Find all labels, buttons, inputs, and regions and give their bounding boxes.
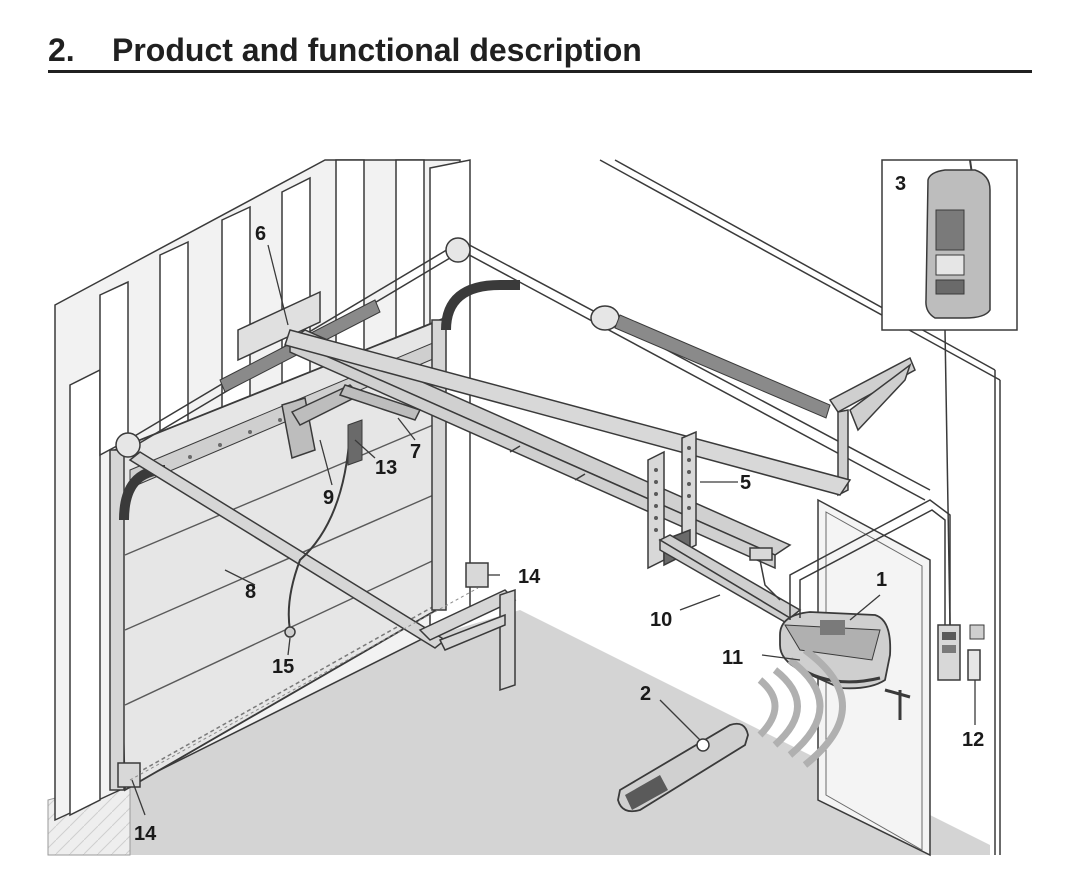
section-title: Product and functional description bbox=[112, 31, 642, 68]
leader-lines bbox=[131, 244, 976, 816]
section-number: 2. bbox=[48, 31, 75, 68]
emergency-release bbox=[284, 419, 363, 638]
callout-8: 8 bbox=[245, 581, 256, 603]
door-arm bbox=[128, 451, 517, 692]
callout-15: 15 bbox=[272, 656, 294, 678]
safety-sensor bbox=[117, 562, 489, 788]
callout-1: 1 bbox=[876, 569, 887, 591]
callout-14-lower: 14 bbox=[134, 823, 157, 845]
callout-14-upper: 14 bbox=[518, 566, 541, 588]
wall-button bbox=[937, 624, 985, 681]
callout-3: 3 bbox=[895, 173, 906, 195]
callout-5: 5 bbox=[740, 472, 751, 494]
callout-13: 13 bbox=[375, 457, 397, 479]
callout-12: 12 bbox=[962, 729, 984, 751]
remote-control bbox=[617, 722, 749, 813]
heading-rule bbox=[48, 70, 1032, 73]
radio-waves-icon bbox=[757, 647, 846, 768]
callout-2: 2 bbox=[640, 683, 651, 705]
control-wiring bbox=[749, 499, 951, 625]
hand-transmitter-inset bbox=[881, 159, 1018, 626]
callout-7: 7 bbox=[410, 441, 421, 463]
callout-9: 9 bbox=[323, 487, 334, 509]
page-heading: 2. Product and functional description bbox=[48, 26, 1032, 74]
spring-support-bracket bbox=[828, 356, 916, 497]
callout-11: 11 bbox=[722, 647, 743, 669]
callout-10: 10 bbox=[650, 609, 672, 631]
garage-floor bbox=[130, 610, 990, 855]
door-link bbox=[281, 384, 422, 459]
upper-frame-rail bbox=[284, 329, 852, 496]
side-wall bbox=[599, 159, 1001, 855]
callout-6: 6 bbox=[255, 223, 266, 245]
